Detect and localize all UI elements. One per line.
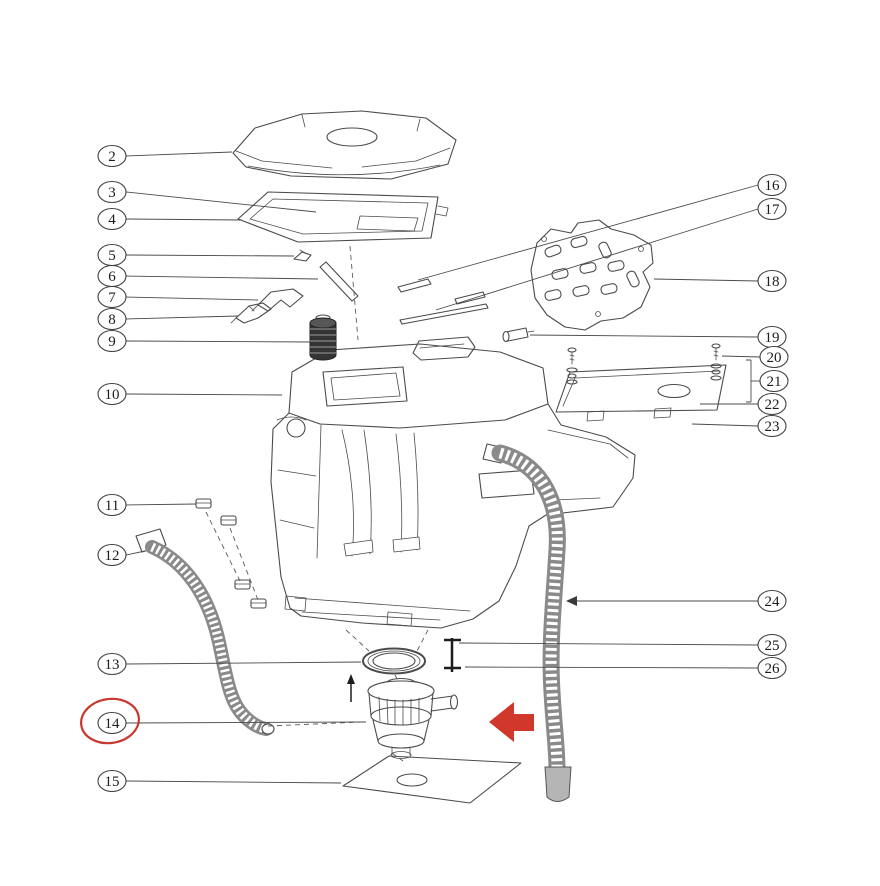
spacing-marks bbox=[444, 638, 461, 672]
svg-text:5: 5 bbox=[108, 248, 116, 264]
svg-text:17: 17 bbox=[765, 202, 781, 218]
callout-14: 14 bbox=[97, 711, 367, 735]
callout-9: 9 bbox=[97, 329, 311, 353]
red-arrow-icon bbox=[489, 702, 534, 742]
callouts: 2 3 4 5 6 7 8 bbox=[97, 144, 789, 793]
callout-11: 11 bbox=[97, 493, 197, 517]
svg-text:10: 10 bbox=[105, 387, 120, 403]
part-mount-clips bbox=[195, 498, 267, 609]
callout-4: 4 bbox=[97, 207, 243, 231]
part-screws-washers bbox=[566, 343, 722, 385]
svg-text:21: 21 bbox=[767, 374, 782, 390]
callout-6: 6 bbox=[97, 264, 319, 288]
svg-text:11: 11 bbox=[105, 498, 119, 514]
part-mounting-plate bbox=[555, 364, 727, 422]
part-base-plate bbox=[342, 755, 522, 804]
part-seal-strip bbox=[399, 303, 489, 325]
callout-18: 18 bbox=[653, 269, 787, 293]
svg-text:14: 14 bbox=[105, 716, 121, 732]
svg-text:4: 4 bbox=[108, 212, 116, 228]
svg-text:18: 18 bbox=[765, 274, 780, 290]
callout-17: 17 bbox=[435, 197, 787, 311]
part-support-rod bbox=[319, 261, 359, 302]
callout-10: 10 bbox=[97, 382, 283, 406]
svg-text:3: 3 bbox=[108, 185, 116, 201]
part-recovery-tank bbox=[270, 336, 636, 629]
part-latch-handle bbox=[230, 302, 272, 324]
svg-text:15: 15 bbox=[105, 774, 120, 790]
callout-19: 19 bbox=[529, 325, 787, 349]
part-vacuum-hose bbox=[482, 443, 572, 802]
svg-text:12: 12 bbox=[105, 548, 120, 564]
svg-text:13: 13 bbox=[105, 657, 120, 673]
callout-label: 2 bbox=[108, 149, 116, 165]
svg-text:26: 26 bbox=[765, 661, 781, 677]
callout-16: 16 bbox=[417, 173, 787, 281]
part-gasket-ring bbox=[362, 647, 426, 675]
callout-7: 7 bbox=[97, 285, 259, 309]
callout-2: 2 bbox=[97, 144, 233, 168]
callout-5: 5 bbox=[97, 243, 295, 267]
part-fitting bbox=[502, 327, 535, 343]
svg-text:9: 9 bbox=[108, 334, 116, 350]
svg-text:6: 6 bbox=[108, 269, 116, 285]
alignment-lines bbox=[205, 245, 429, 762]
callout-23: 23 bbox=[691, 414, 787, 438]
part-clip bbox=[293, 249, 312, 262]
highlight-circle bbox=[80, 697, 140, 745]
svg-text:19: 19 bbox=[765, 330, 780, 346]
part-tank-lid bbox=[237, 191, 449, 243]
parts-illustration bbox=[135, 110, 752, 804]
part-bracket bbox=[251, 288, 304, 312]
callout-13: 13 bbox=[97, 652, 362, 676]
callout-25: 25 bbox=[458, 633, 787, 657]
group-bracket bbox=[746, 359, 752, 403]
callout-bubble bbox=[97, 144, 127, 168]
callout-3: 3 bbox=[97, 180, 317, 213]
svg-text:16: 16 bbox=[765, 178, 781, 194]
callout-15: 15 bbox=[97, 769, 342, 793]
up-arrow-icon bbox=[347, 674, 355, 702]
callout-22: 22 bbox=[700, 392, 787, 416]
part-bracket-plate bbox=[530, 219, 654, 331]
svg-text:7: 7 bbox=[108, 290, 116, 306]
callout-26: 26 bbox=[464, 656, 787, 680]
callout-21: 21 bbox=[751, 369, 789, 393]
callout-20: 20 bbox=[721, 345, 789, 369]
callout-24: 24 bbox=[566, 589, 787, 613]
svg-text:20: 20 bbox=[767, 350, 782, 366]
callout-12: 12 bbox=[97, 543, 146, 567]
part-drain-hose bbox=[135, 528, 275, 736]
svg-text:22: 22 bbox=[765, 397, 780, 413]
svg-text:8: 8 bbox=[108, 312, 116, 328]
svg-text:23: 23 bbox=[765, 419, 780, 435]
part-top-cover bbox=[232, 110, 457, 180]
part-filter-cartridge bbox=[309, 314, 337, 361]
part-seal-pad bbox=[397, 278, 486, 305]
callout-8: 8 bbox=[97, 307, 239, 331]
svg-text:24: 24 bbox=[765, 594, 781, 610]
svg-text:25: 25 bbox=[765, 638, 780, 654]
part-strainer-assembly bbox=[367, 677, 459, 759]
